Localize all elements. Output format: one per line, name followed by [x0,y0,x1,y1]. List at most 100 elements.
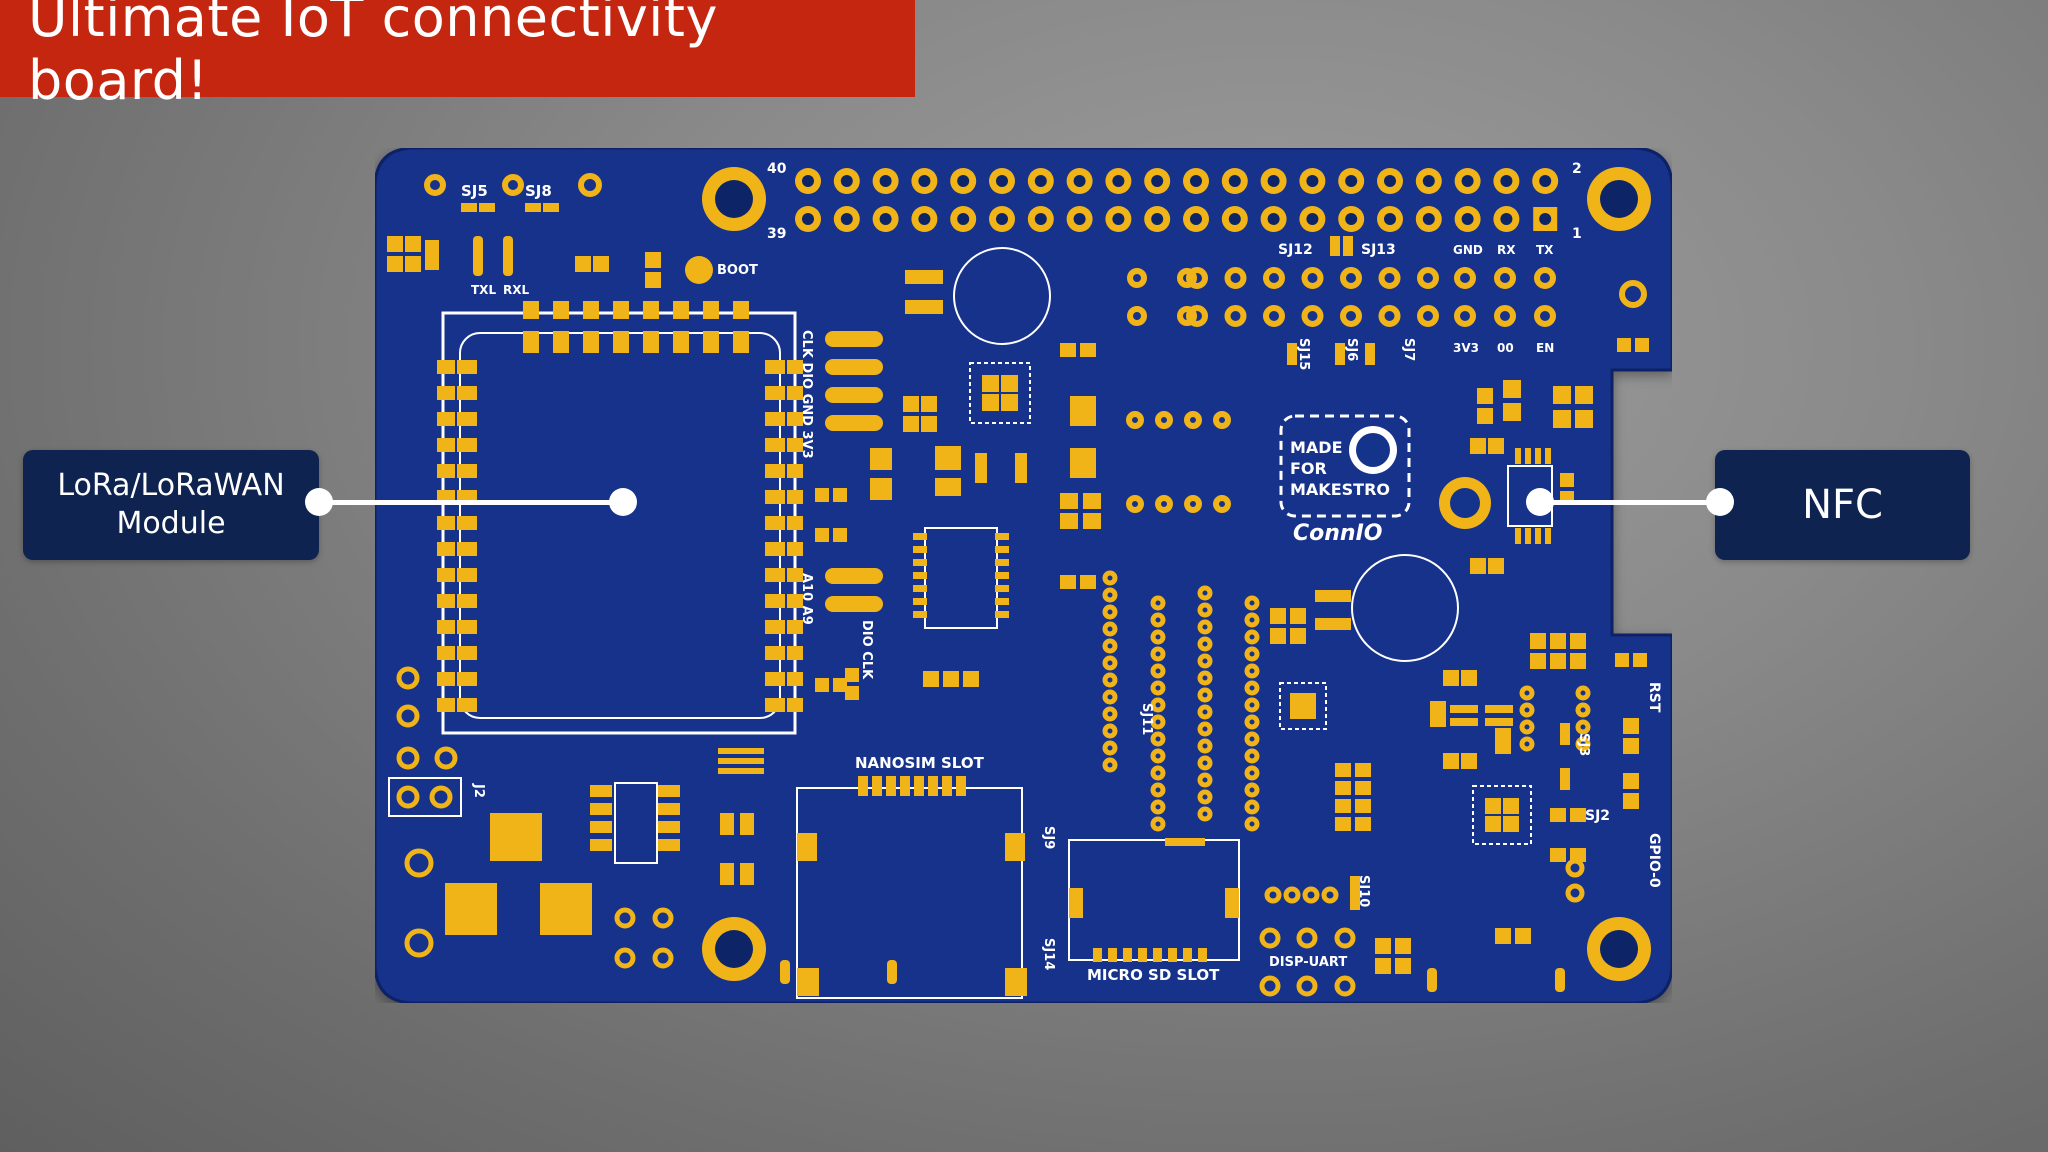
lora-pad [583,301,599,319]
soic-pin [913,572,927,579]
lora-pad [765,438,785,452]
lora-pad [643,301,659,319]
lora-pad [765,360,785,374]
lora-pad [787,594,803,608]
silk-microsd: MICRO SD SLOT [1087,966,1220,984]
title-banner: Ultimate IoT connectivity board! [0,0,915,112]
via-pin [1102,621,1118,637]
lora-pad [437,542,455,556]
lora-pad [457,438,477,452]
lora-pad [437,386,455,400]
lora-pad [437,568,455,582]
header-pin [1534,305,1556,327]
lora-pad [787,386,803,400]
via-pin [1150,816,1166,832]
lora-pad [457,360,477,374]
via-pin [1197,585,1213,601]
lora-pad [457,464,477,478]
via-pin [1197,721,1213,737]
lora-pad [437,594,455,608]
silk-en: EN [1536,341,1554,355]
silk-brand: ConnIO [1293,521,1382,546]
callout-lora-module: LoRa/LoRaWAN Module [23,450,319,560]
via-pin [1575,685,1591,701]
silk-nanosim: NANOSIM SLOT [855,754,985,772]
silk-sj6: SJ6 [1344,338,1359,361]
lora-pad [457,542,477,556]
via-pin [1244,714,1260,730]
silk-clk-dio-gnd-3v3: CLK DIO GND 3V3 [799,330,814,459]
lora-pad [457,698,477,712]
soic-pin [995,598,1009,605]
sim-pin [928,776,938,796]
header-pin [1263,267,1285,289]
soic-pin [913,546,927,553]
via-pin [1150,680,1166,696]
via-pin [1197,806,1213,822]
silk-io0: 00 [1497,341,1514,355]
via-pin [1244,646,1260,662]
via-pin [1150,646,1166,662]
via-pin [1244,629,1260,645]
soic-pin [995,611,1009,618]
silk-made: MADE [1290,438,1343,457]
qfn-chip-lower-mid [1279,682,1327,730]
via-pin [1150,595,1166,611]
via-pin [1197,602,1213,618]
lora-pad [787,412,803,426]
silk-rxl: RXL [503,283,529,297]
soic-pin [995,585,1009,592]
header-pin [1213,495,1231,513]
via-pin [1244,612,1260,628]
via-pin [1102,638,1118,654]
lora-pad [553,301,569,319]
soic-pin [995,572,1009,579]
via-pin [1575,702,1591,718]
lora-pad [457,516,477,530]
lora-pad [787,646,803,660]
qfn-chip-lower-right [1472,785,1532,845]
buzzer-outline [1351,554,1459,662]
silk-sj3: SJ3 [1576,733,1591,756]
sd-pin [1093,948,1102,962]
lora-pad [457,672,477,686]
header-pin [1126,411,1144,429]
header-pin [1184,495,1202,513]
lora-pad [437,698,455,712]
sim-pin [872,776,882,796]
lora-pad [613,331,629,353]
via-pin [1150,799,1166,815]
via-pin [1102,655,1118,671]
soic-pin [913,559,927,566]
lora-pad [457,568,477,582]
callout-nfc-connector [1540,500,1718,505]
via-pin [1150,782,1166,798]
lora-pad [765,620,785,634]
lora-pad [787,568,803,582]
silk-3v3: 3V3 [1453,341,1479,355]
sd-pin [1123,948,1132,962]
antenna-outline [953,247,1051,345]
silk-boot: BOOT [717,263,758,278]
iot-board-pcb: 40 39 2 1 SJ5 SJ8 TXL RXL BOOT CLK DIO G… [375,148,1672,1003]
lora-module-pads [437,301,803,712]
header-pin [1127,268,1147,288]
via-pin [1102,672,1118,688]
sim-pin [914,776,924,796]
boot-pad [685,256,713,284]
lora-pad [523,301,539,319]
lora-pad [457,620,477,634]
header-pin [1494,305,1516,327]
soic-pin [913,611,927,618]
via-pin [1102,740,1118,756]
lora-pad [553,331,569,353]
via-pin [1519,685,1535,701]
sim-pin [886,776,896,796]
via-pin [1575,719,1591,735]
lora-pad [787,516,803,530]
via-pin [1244,816,1260,832]
lora-pad [457,386,477,400]
header-pin [1534,267,1556,289]
lora-pad [437,464,455,478]
soic-pin [913,585,927,592]
